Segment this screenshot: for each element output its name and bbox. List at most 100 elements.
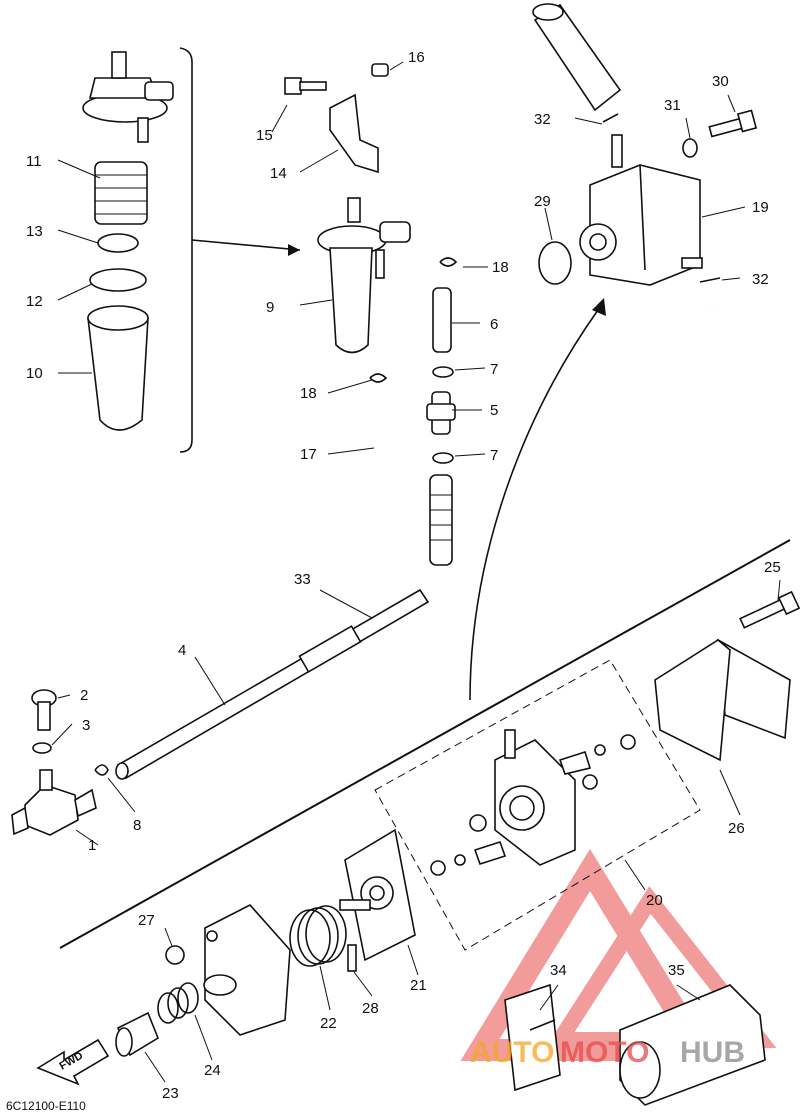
label-26: 26: [728, 820, 745, 837]
washer-31: [682, 138, 698, 158]
nut-lower-1: [469, 814, 487, 832]
nut-lower-2: [582, 774, 598, 790]
label-35: 35: [668, 962, 685, 979]
o-ring-29: [538, 241, 572, 285]
washer-lower-2: [454, 854, 466, 866]
filter-head: [82, 51, 174, 143]
label-19: 19: [752, 199, 769, 216]
watermark-text: AUTO MOTO HUB: [470, 1036, 745, 1069]
clip-18-upper: [439, 257, 458, 267]
label-23: 23: [162, 1085, 179, 1102]
bolt-15: [284, 77, 327, 95]
label-34: 34: [550, 962, 567, 979]
clamp-7-upper: [432, 366, 454, 378]
label-12: 12: [26, 293, 43, 310]
fuel-pump-19: [579, 134, 703, 286]
spring-22: [289, 905, 347, 967]
section-divider: [59, 539, 791, 949]
label-30: 30: [712, 73, 729, 90]
clip-32-upper: [602, 113, 619, 123]
fwd-arrow-icon: FWD: [36, 1038, 110, 1086]
joint-1: [11, 769, 97, 836]
piston-23: [115, 1011, 159, 1057]
label-28: 28: [362, 1000, 379, 1017]
clip-32-lower: [699, 277, 721, 283]
label-9: 9: [266, 299, 274, 316]
diaphragm-21: [339, 828, 416, 962]
label-22: 22: [320, 1015, 337, 1032]
pump-cover: [203, 904, 291, 1036]
label-7a: 7: [490, 361, 498, 378]
valve-lower: [473, 841, 507, 865]
clamp-34: [504, 983, 561, 1092]
label-1: 1: [88, 837, 96, 854]
rod-4: [115, 588, 430, 780]
cover-26: [654, 638, 791, 762]
label-14: 14: [270, 165, 287, 182]
diagram-code: 6C12100-E110: [6, 1099, 86, 1113]
label-2: 2: [80, 687, 88, 704]
label-16: 16: [408, 49, 425, 66]
label-10: 10: [26, 365, 43, 382]
hose-17-inner: [375, 306, 751, 611]
filter-element: [94, 161, 148, 225]
bracket-14: [329, 93, 379, 174]
filter-nut: [97, 233, 139, 253]
hose-6: [432, 287, 452, 353]
inset-bracket: [179, 47, 301, 453]
label-3: 3: [82, 717, 90, 734]
label-18b: 18: [492, 259, 509, 276]
label-24: 24: [204, 1062, 221, 1079]
filter-o-ring: [89, 268, 147, 292]
label-13: 13: [26, 223, 43, 240]
bolt-lower-2: [430, 860, 446, 876]
bolt-30: [708, 109, 758, 138]
label-33: 33: [294, 571, 311, 588]
top-hose: [532, 3, 622, 112]
label-20: 20: [646, 892, 663, 909]
hose-corrugated: [429, 474, 453, 566]
pin-28: [347, 944, 357, 972]
label-21: 21: [410, 977, 427, 994]
label-4: 4: [178, 642, 186, 659]
nut-27: [165, 945, 185, 965]
label-32a: 32: [534, 111, 551, 128]
label-29: 29: [534, 193, 551, 210]
label-15: 15: [256, 127, 273, 144]
label-32b: 32: [752, 271, 769, 288]
washer-3: [32, 742, 52, 754]
leader-lines: [51, 61, 781, 1083]
label-27: 27: [138, 912, 155, 929]
part-labels: 1 2 3 4 5 6 7 7 8 9 10 11 12 13 14 15 16…: [26, 49, 781, 1102]
valve-lower-2: [558, 750, 592, 775]
label-5: 5: [490, 402, 498, 419]
hose-35: [619, 984, 766, 1106]
joint-5: [426, 391, 456, 435]
watermark-hub: HUB: [680, 1036, 745, 1069]
clip-8: [94, 764, 109, 776]
spring-24: [157, 982, 199, 1024]
bolt-25: [739, 590, 800, 629]
label-7b: 7: [490, 447, 498, 464]
fuel-filter-9: [317, 197, 411, 354]
label-6: 6: [490, 316, 498, 333]
label-18a: 18: [300, 385, 317, 402]
clip-18-lower: [369, 373, 388, 383]
filter-cup: [87, 305, 149, 431]
label-25: 25: [764, 559, 781, 576]
label-31: 31: [664, 97, 681, 114]
label-8: 8: [133, 817, 141, 834]
bolt-2: [31, 689, 57, 731]
watermark-auto: AUTO: [470, 1036, 554, 1069]
watermark-moto: MOTO: [560, 1036, 649, 1069]
pump-body-lower: [494, 729, 576, 866]
washer-lower-1: [594, 744, 606, 756]
pump-assembly-box: [374, 659, 701, 951]
bolt-lower-1: [620, 734, 636, 750]
label-11: 11: [26, 153, 42, 170]
clamp-7-lower: [432, 452, 454, 464]
label-17: 17: [300, 446, 317, 463]
flow-arrow: [469, 309, 599, 701]
nut-16: [371, 63, 389, 77]
